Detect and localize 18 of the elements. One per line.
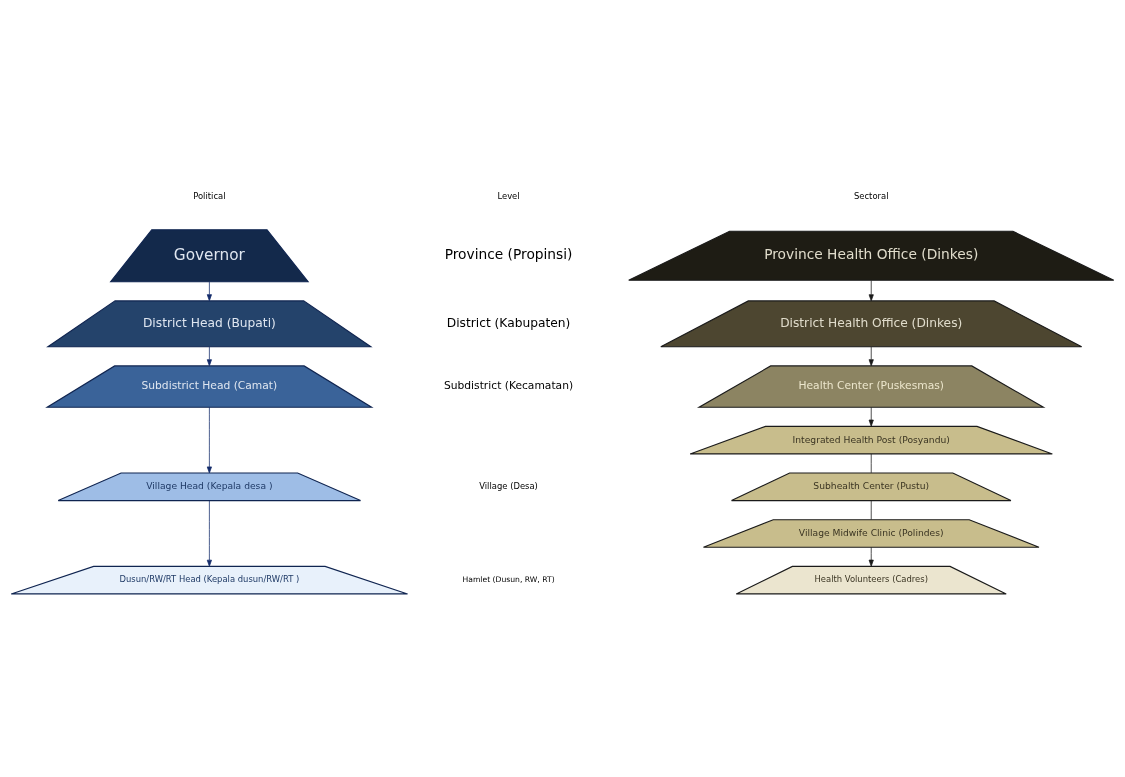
label: Subdistrict (Kecamatan) <box>443 379 574 393</box>
arrow <box>206 406 212 474</box>
label: District (Kabupaten) <box>446 315 571 330</box>
arrow <box>206 281 212 302</box>
connector <box>870 500 872 520</box>
label: Hamlet (Dusun, RW, RT) <box>462 575 555 585</box>
label: Political <box>193 190 226 201</box>
arrow <box>868 280 874 302</box>
arrow <box>868 546 874 567</box>
arrow <box>206 500 212 567</box>
label: Level <box>497 190 520 201</box>
arrow <box>868 406 874 427</box>
arrow <box>206 346 212 367</box>
connector <box>870 453 872 474</box>
arrow <box>868 346 874 367</box>
label: Province (Propinsi) <box>444 246 573 263</box>
label: Sectoral <box>853 190 889 201</box>
label: Village (Desa) <box>479 480 538 491</box>
